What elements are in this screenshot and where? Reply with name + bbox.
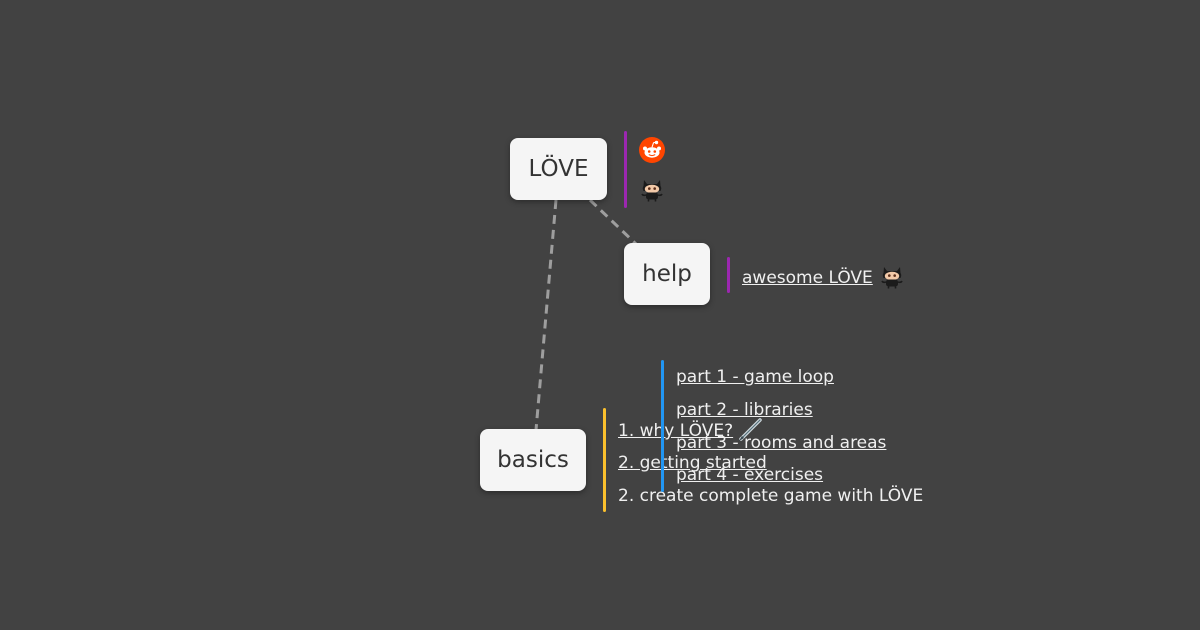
tutorial-parts-bar bbox=[661, 360, 664, 492]
help-links-bar bbox=[727, 257, 730, 293]
edge-love-basics bbox=[534, 199, 558, 431]
basics-item-getting-started[interactable]: 2. getting started bbox=[618, 453, 767, 473]
tutorial-part-1[interactable]: part 1 - game loop bbox=[676, 367, 834, 387]
basics-item-complete-game: 2. create complete game with LÖVE bbox=[618, 486, 924, 506]
node-love-label: LÖVE bbox=[528, 156, 589, 182]
node-basics[interactable]: basics bbox=[480, 429, 586, 491]
node-love[interactable]: LÖVE bbox=[510, 138, 607, 200]
node-basics-label: basics bbox=[497, 447, 569, 473]
tutorial-part-2[interactable]: part 2 - libraries bbox=[676, 400, 813, 420]
github-icon[interactable] bbox=[638, 174, 666, 202]
awesome-love-link[interactable]: awesome LÖVE bbox=[742, 268, 873, 288]
tutorial-part-3[interactable]: part 3 - rooms and areas bbox=[676, 433, 887, 453]
edge-love-help bbox=[588, 198, 638, 246]
love-links-bar bbox=[624, 131, 627, 208]
node-help-label: help bbox=[642, 261, 692, 287]
basics-items-bar bbox=[603, 408, 606, 512]
github-icon[interactable] bbox=[878, 261, 906, 289]
tutorial-part-4[interactable]: part 4 - exercises bbox=[676, 465, 824, 485]
pen-icon bbox=[739, 418, 762, 441]
basics-item-why-love[interactable]: 1. why LÖVE? bbox=[618, 421, 734, 441]
node-help[interactable]: help bbox=[624, 243, 710, 305]
reddit-icon[interactable] bbox=[638, 136, 666, 164]
